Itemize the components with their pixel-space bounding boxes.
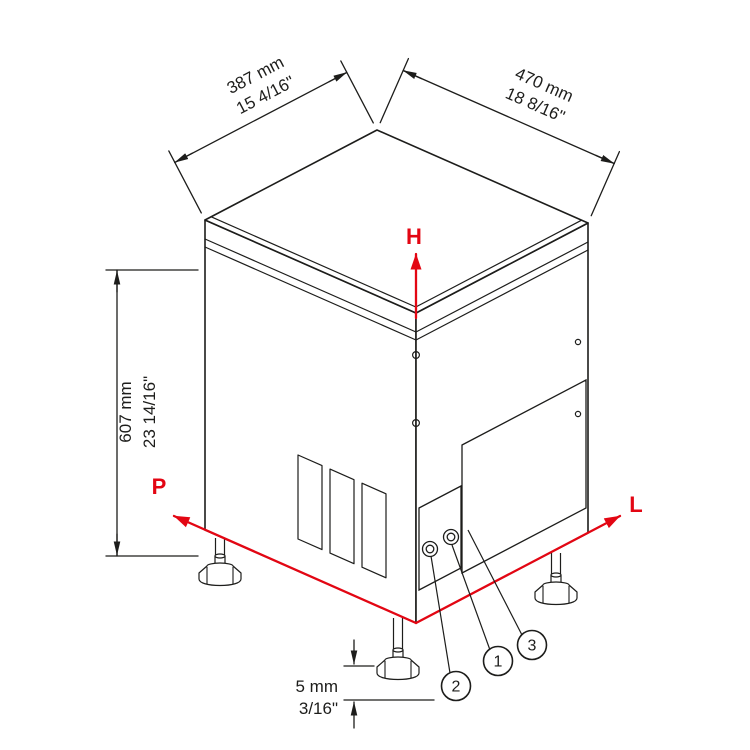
grille-panel bbox=[461, 378, 587, 575]
dim-387-arrow-1 bbox=[174, 152, 194, 164]
lid-edge-side-1 bbox=[415, 241, 589, 333]
callout-3-number: 3 bbox=[528, 638, 537, 655]
fitting-2-inner bbox=[425, 544, 435, 554]
adjustable-foot-front bbox=[376, 647, 420, 681]
dim-470-line bbox=[402, 69, 615, 165]
dim-387-line bbox=[174, 71, 348, 164]
axis-l-label: L bbox=[629, 492, 642, 517]
edge-screw-3 bbox=[574, 338, 582, 346]
dimension-5: 5 mm 3/16" bbox=[296, 639, 435, 729]
callout-1-circle bbox=[482, 645, 514, 677]
lid-edge-side-2 bbox=[415, 249, 589, 341]
callout-3-circle bbox=[516, 629, 548, 661]
fitting-panel bbox=[418, 484, 462, 592]
callouts: 2 1 3 bbox=[430, 529, 548, 702]
axes: H P L bbox=[152, 224, 643, 625]
dim-470-arrow-2 bbox=[595, 154, 615, 165]
lid-edge-front-1 bbox=[204, 238, 417, 333]
callout-2-circle bbox=[440, 670, 472, 702]
dim-5-in-label: 3/16" bbox=[299, 699, 338, 718]
dim-387-arrow-2 bbox=[328, 71, 348, 83]
callout-2-leader bbox=[430, 555, 451, 674]
axis-h-label: H bbox=[406, 224, 422, 249]
vent-group-2 bbox=[329, 468, 355, 565]
dim-470-arrow-1 bbox=[402, 69, 423, 80]
edge-screw-2 bbox=[412, 419, 421, 428]
dim-470-witness-2 bbox=[590, 150, 621, 217]
dim-470-witness-1 bbox=[379, 57, 410, 124]
dim-607-in-label: 23 14/16" bbox=[140, 376, 159, 448]
feet bbox=[198, 538, 578, 681]
fitting-2-outer bbox=[421, 540, 439, 558]
edge-screw-1 bbox=[412, 351, 421, 360]
axis-l-line bbox=[414, 514, 622, 625]
fitting-1-inner bbox=[446, 532, 456, 542]
dim-5-mm-label: 5 mm bbox=[296, 677, 339, 696]
callout-3-leader bbox=[467, 529, 523, 636]
cabinet bbox=[204, 129, 589, 624]
callout-1-leader bbox=[451, 544, 491, 651]
callout-2-number: 2 bbox=[452, 679, 461, 696]
lid-edge-front-2 bbox=[204, 246, 417, 341]
vent-group-3 bbox=[361, 482, 387, 579]
vent-group-1 bbox=[297, 454, 323, 551]
condenser-grille bbox=[461, 378, 587, 575]
axis-p-line bbox=[172, 514, 418, 625]
callout-1-number: 1 bbox=[494, 654, 503, 671]
axis-p-label: P bbox=[152, 474, 167, 499]
edge-screw-4 bbox=[574, 410, 582, 418]
dim-387-witness-2 bbox=[340, 60, 374, 124]
adjustable-foot-left bbox=[198, 553, 242, 587]
dim-607-mm-label: 607 mm bbox=[116, 381, 135, 442]
dimension-607: 607 mm 23 14/16" bbox=[105, 269, 199, 557]
dim-387-witness-1 bbox=[168, 150, 202, 214]
fitting-1-outer bbox=[442, 528, 460, 546]
connection-panel bbox=[418, 484, 462, 592]
vent-slats-front bbox=[297, 454, 387, 579]
adjustable-foot-right bbox=[534, 572, 578, 606]
